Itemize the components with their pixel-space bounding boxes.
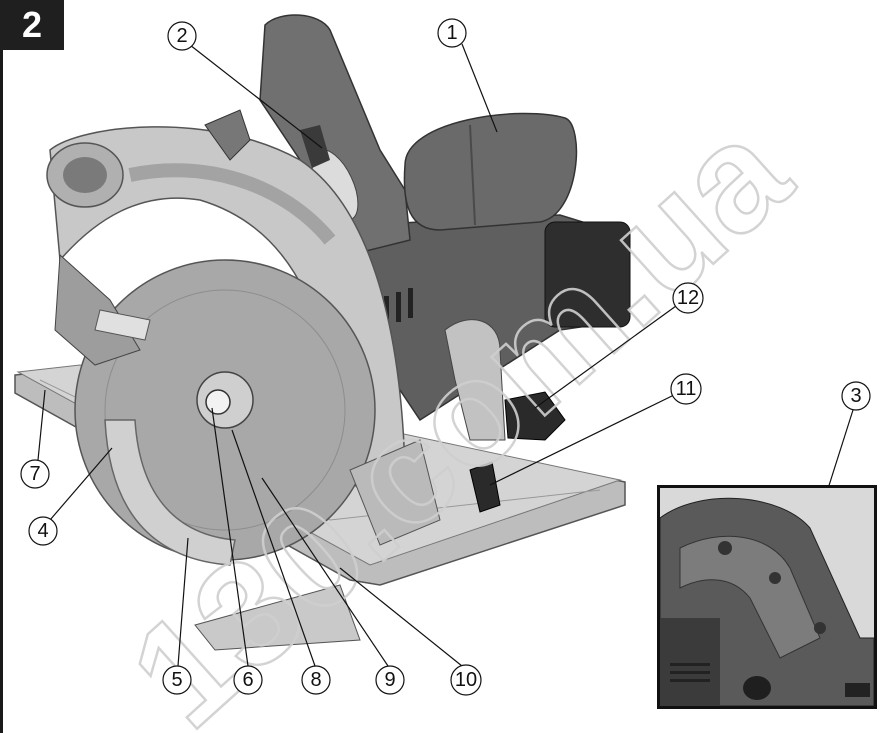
- callout-6: 6: [211, 407, 263, 695]
- motor-end-cap: [544, 221, 631, 328]
- guard-lever: [204, 109, 251, 161]
- rear-base-bracket: [349, 439, 441, 546]
- bevel-lock-knob: [504, 391, 566, 441]
- callout-label-1: 1: [446, 22, 457, 44]
- callout-label-6: 6: [242, 669, 253, 691]
- trigger: [300, 125, 330, 168]
- lower-blade-guard: [104, 419, 236, 566]
- callout-4: 4: [28, 447, 113, 546]
- callout-11: 11: [489, 373, 702, 486]
- callout-label-7: 7: [29, 463, 40, 485]
- callout-label-12: 12: [677, 287, 699, 309]
- detail-inset: [657, 485, 877, 709]
- callout-12: 12: [534, 282, 704, 409]
- callout-label-8: 8: [310, 669, 321, 691]
- callout-2: 2: [167, 21, 323, 149]
- callout-5: 5: [162, 537, 192, 695]
- depth-lock-knob: [469, 461, 501, 513]
- inset-lock-button: [743, 676, 771, 700]
- left-border-line: [0, 0, 3, 733]
- callout-label-9: 9: [384, 669, 395, 691]
- callout-label-10: 10: [455, 669, 477, 691]
- inset-handle-illustration: [660, 488, 874, 706]
- callout-7: 7: [20, 389, 50, 489]
- figure-number-badge: 2: [0, 0, 64, 50]
- callout-label-5: 5: [171, 669, 182, 691]
- bevel-scale-bracket: [444, 319, 506, 441]
- callout-label-4: 4: [37, 520, 48, 542]
- callout-9: 9: [261, 477, 405, 695]
- callout-label-3: 3: [850, 385, 861, 407]
- callout-label-11: 11: [676, 378, 697, 400]
- callout-1: 1: [437, 18, 498, 133]
- callout-8: 8: [231, 429, 331, 695]
- front-auxiliary-knob: [403, 112, 578, 231]
- front-bevel-bracket: [54, 253, 141, 366]
- front-clamp-lever: [94, 309, 151, 341]
- blade-bolt: [205, 389, 231, 415]
- callout-label-2: 2: [176, 25, 187, 47]
- callout-10: 10: [339, 567, 482, 696]
